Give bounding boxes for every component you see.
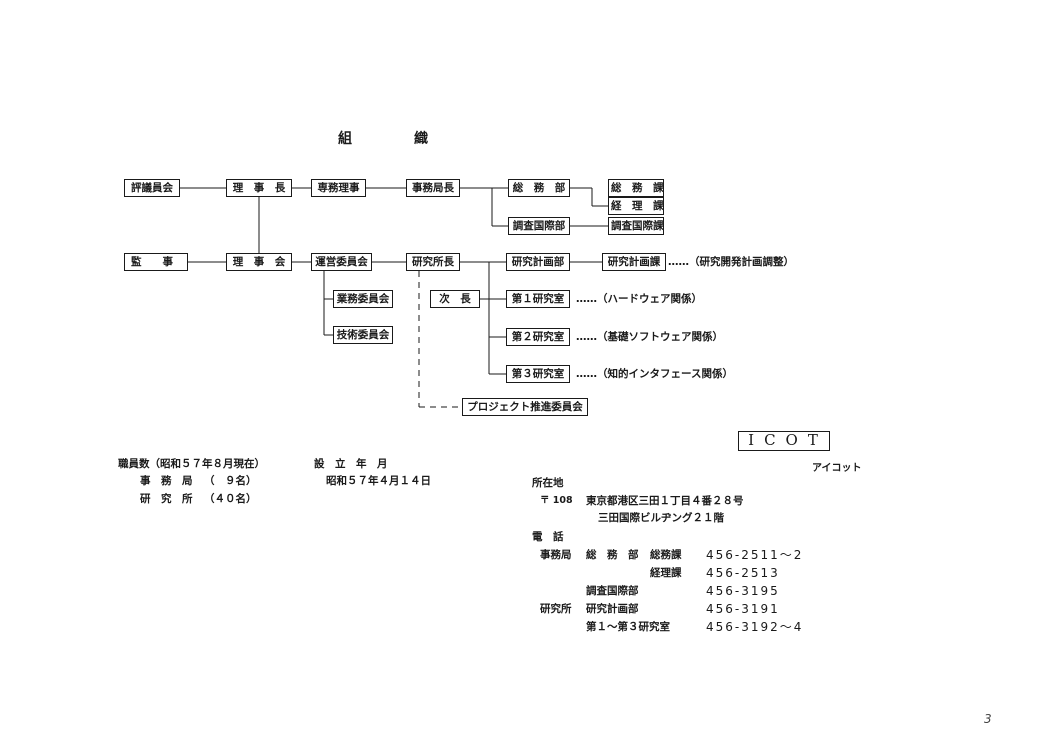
node-rijikai: 理 事 会 — [226, 253, 292, 271]
founded-heading: 設 立 年 月 — [314, 458, 388, 470]
note-lab3: ……（知的インタフェース関係） — [576, 368, 733, 380]
title-char-2: 織 — [414, 131, 430, 147]
staff-kenkyusho-count: （４０名） — [204, 493, 257, 505]
page-number: 3 — [984, 712, 992, 726]
note-lab1: ……（ハードウェア関係） — [576, 293, 702, 305]
phone-row-3-number: 456-3195 — [706, 584, 780, 598]
node-chosa-kokusaibu: 調査国際部 — [508, 217, 570, 235]
address-postal: 〒 108 — [540, 495, 573, 506]
phone-row-1-number: 456-2511～2 — [706, 548, 804, 562]
node-gijutsu-iinkai: 技術委員会 — [333, 326, 393, 344]
phone-row-2-number: 456-2513 — [706, 566, 780, 580]
node-lab3: 第３研究室 — [506, 365, 570, 383]
phone-row-5-number: 456-3192～4 — [706, 620, 804, 634]
node-semmu-riji: 専務理事 — [311, 179, 366, 197]
node-jicho: 次 長 — [430, 290, 480, 308]
address-line2: 三田国際ビルヂング２１階 — [598, 512, 724, 524]
node-hyogiinkai: 評議員会 — [124, 179, 180, 197]
node-project-iinkai: プロジェクト推進委員会 — [462, 398, 588, 416]
page-title: 組織 — [338, 128, 430, 148]
node-rijicho: 理 事 長 — [226, 179, 292, 197]
node-jimukyokucho: 事務局長 — [406, 179, 460, 197]
address-heading: 所在地 — [532, 477, 564, 489]
node-keirika: 経 理 課 — [608, 197, 664, 215]
node-lab1: 第１研究室 — [506, 290, 570, 308]
phone-row-1-org: 事務局 — [540, 549, 572, 561]
node-kenkyu-keikakuka: 研究計画課 — [602, 253, 666, 271]
phone-heading: 電 話 — [532, 531, 564, 543]
staff-jimukyoku-label: 事 務 局 — [140, 475, 193, 487]
phone-row-4-number: 456-3191 — [706, 602, 780, 616]
staff-kenkyusho-label: 研 究 所 — [140, 493, 193, 505]
node-chosa-kokusaika: 調査国際課 — [608, 217, 664, 235]
staff-heading: 職員数（昭和５７年８月現在） — [118, 458, 265, 470]
note-lab2: ……（基礎ソフトウェア関係） — [576, 331, 723, 343]
node-somubu: 総 務 部 — [508, 179, 570, 197]
node-unei-iinkai: 運営委員会 — [311, 253, 372, 271]
phone-row-5-dept: 第１～第３研究室 — [586, 621, 670, 633]
node-gyomu-iinkai: 業務委員会 — [333, 290, 393, 308]
phone-row-2-section: 経理課 — [650, 567, 682, 579]
title-char-1: 組 — [338, 131, 354, 147]
phone-row-4-org: 研究所 — [540, 603, 572, 615]
address-line1: 東京都港区三田１丁目４番２８号 — [586, 495, 744, 507]
phone-row-1-dept: 総 務 部 — [586, 549, 639, 561]
node-kanji: 監 事 — [124, 253, 188, 271]
phone-row-1-section: 総務課 — [650, 549, 682, 561]
founded-date: 昭和５７年４月１４日 — [326, 475, 431, 487]
phone-row-4-dept: 研究計画部 — [586, 603, 639, 615]
phone-row-3-dept: 調査国際部 — [586, 585, 639, 597]
icot-logo: ICOT — [738, 431, 830, 451]
staff-jimukyoku-count: （ ９名） — [204, 475, 257, 487]
icot-logo-reading: アイコット — [812, 463, 862, 474]
node-somuka: 総 務 課 — [608, 179, 664, 197]
node-lab2: 第２研究室 — [506, 328, 570, 346]
note-keikakuka: ……（研究開発計画調整） — [668, 256, 794, 268]
node-kenkyu-keikakubu: 研究計画部 — [506, 253, 570, 271]
node-kenkyushocho: 研究所長 — [406, 253, 460, 271]
